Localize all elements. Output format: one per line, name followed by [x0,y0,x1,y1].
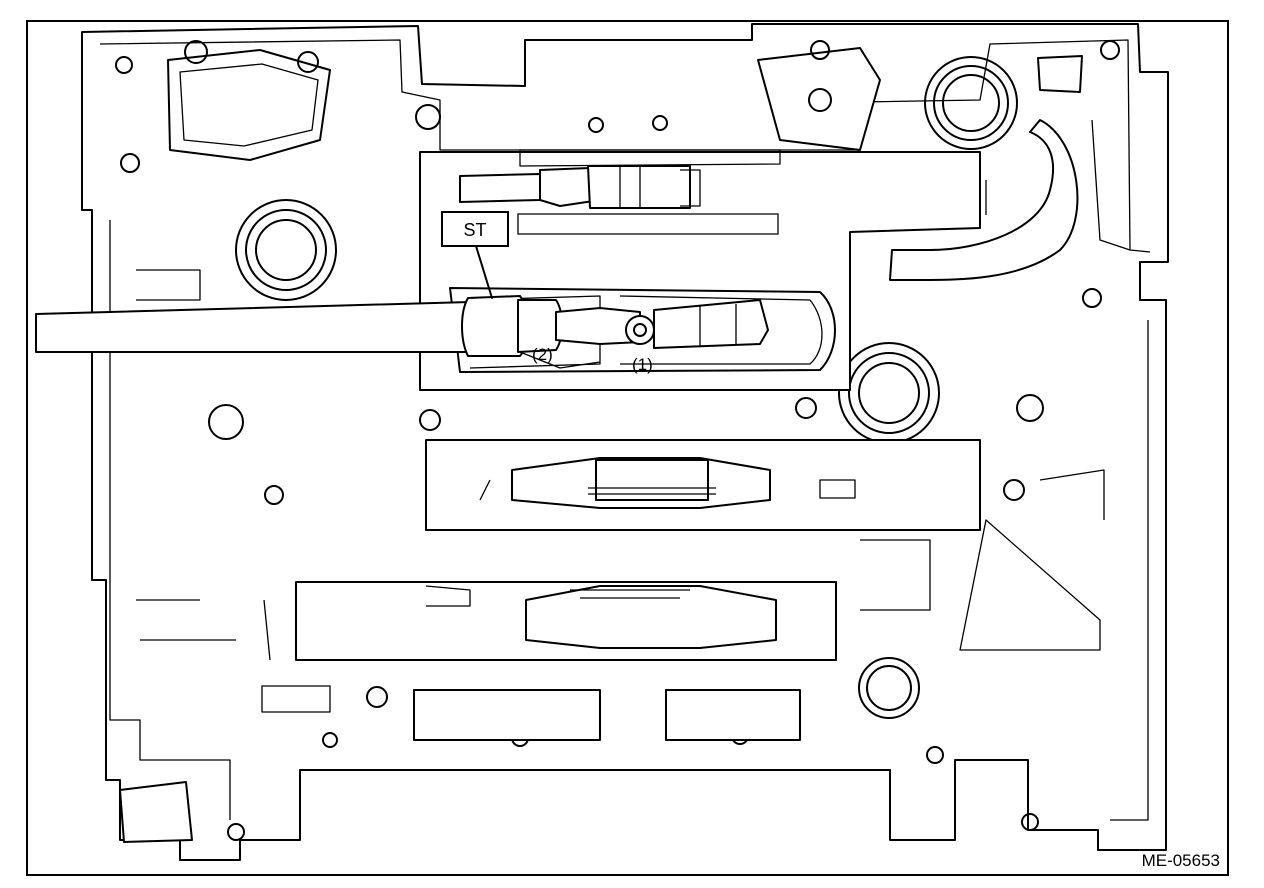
st-label-box [441,211,509,247]
cylinder-bores [235,56,1018,719]
bolt-holes [115,40,1120,841]
figure-code: ME-05653 [1142,851,1220,870]
block-outline [81,23,1169,861]
st-label: ST [463,220,486,240]
extension-bar [35,301,477,353]
callout-2: (2) [532,345,553,364]
bolt-head-1 [625,315,655,345]
callout-1: (1) [632,355,653,374]
st-leader-line [475,245,493,299]
